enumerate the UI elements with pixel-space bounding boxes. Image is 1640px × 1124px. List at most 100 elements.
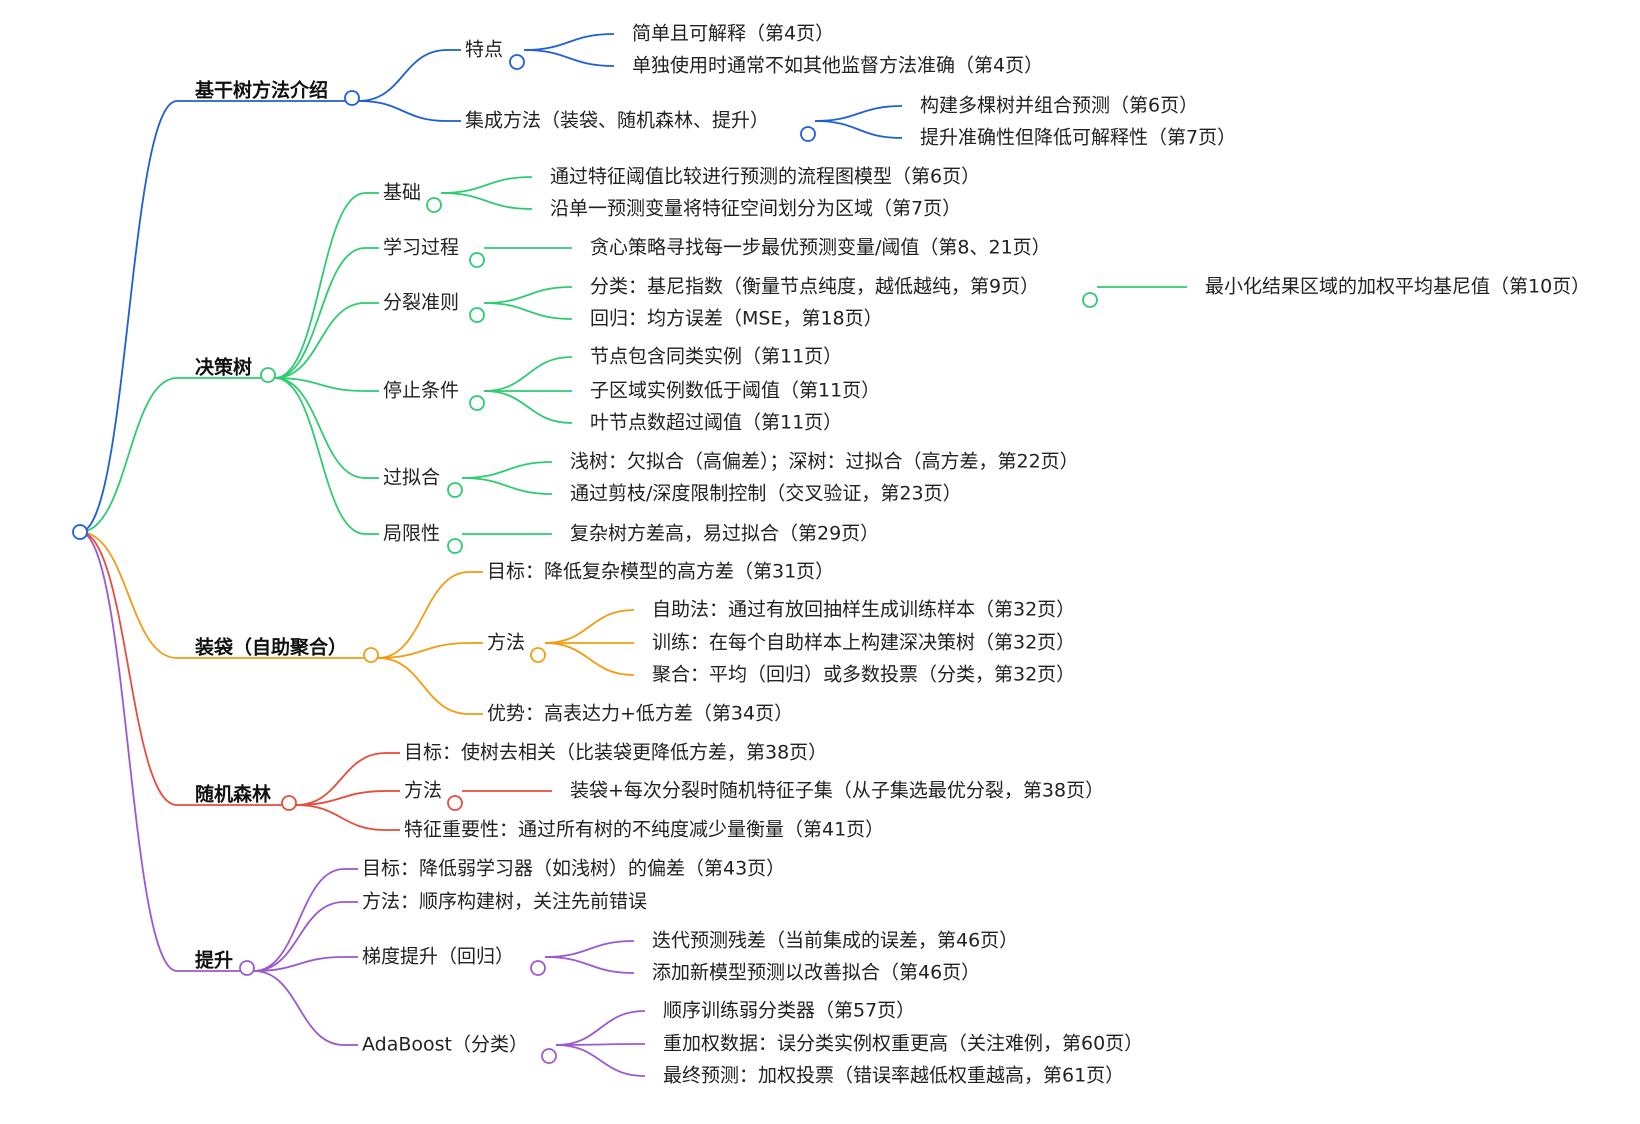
node-marker-b5c3[interactable] [530,960,546,976]
branch-connector [555,1043,646,1046]
branch-connector [483,286,573,304]
leaf-label-b2c4b: 子区域实例数低于阈值（第11页） [590,380,880,402]
branch-connector [440,192,533,210]
branch-connector [544,940,635,958]
node-label-b5c2: 方法：顺序构建树，关注先前错误 [362,891,647,913]
branch-connector [377,642,470,659]
leaf-label-b3c2c: 聚合：平均（回归）或多数投票（分类，第32页） [652,664,1075,686]
branch-connector [377,571,470,659]
branch-connector [274,247,366,379]
branch-connector [483,390,573,424]
node-label-b2c3: 分裂准则 [383,292,459,314]
leaf-label-b1c1b: 单独使用时通常不如其他监督方法准确（第4页） [632,55,1043,77]
node-marker-b2c1[interactable] [426,197,442,213]
node-label-b2c5: 过拟合 [383,467,440,489]
node-marker-b2c2[interactable] [469,252,485,268]
node-label-b2c6: 局限性 [383,523,440,545]
node-label-b3c2: 方法 [487,632,525,654]
leaf-label-b2c3a: 分类：基尼指数（衡量节点纯度，越低越纯，第9页） [590,276,1039,298]
branch-connector [461,461,553,479]
branch-node-marker-b5[interactable] [239,960,255,976]
node-marker-b4c2[interactable] [447,795,463,811]
leaf-label-b1c1a: 简单且可解释（第4页） [632,23,834,45]
branch-connector [274,377,366,479]
node-marker-b2c6[interactable] [447,538,463,554]
leaf-label-b2c1a: 通过特征阈值比较进行预测的流程图模型（第6页） [550,166,980,188]
leaf-label-b3c2b: 训练：在每个自助样本上构建深决策树（第32页） [652,632,1075,654]
branch-connector [483,302,573,320]
leaf-label-b2c2a: 贪心策略寻找每一步最优预测变量/阈值（第8、21页） [590,237,1051,259]
node-label-b2c2: 学习过程 [383,237,459,259]
node-marker-b2c5[interactable] [447,482,463,498]
branch-label-b1: 基干树方法介绍 [194,79,328,102]
node-label-b5c1: 目标：降低弱学习器（如浅树）的偏差（第43页） [362,858,785,880]
branch-connector [253,956,345,972]
node-marker-b1c1[interactable] [509,54,525,70]
branch-connector [79,377,178,533]
leaf-label-b1c2b: 提升准确性但降低可解释性（第7页） [920,127,1236,149]
branch-connector [253,901,345,972]
branch-connector [295,752,387,806]
node-label-b3c3: 优势：高表达力+低方差（第34页） [487,703,793,725]
branch-connector [461,477,553,495]
node-label-b3c1: 目标：降低复杂模型的高方差（第31页） [487,561,834,583]
leaf-label-b2c1b: 沿单一预测变量将特征空间划分为区域（第7页） [550,198,961,220]
branch-connector [274,377,366,392]
branch-connector [544,956,635,974]
node-label-b4c1: 目标：使树去相关（比装袋更降低方差，第38页） [404,742,827,764]
branch-node-marker-b4[interactable] [281,795,297,811]
mindmap-node-markers [72,54,1098,1064]
root-node-marker[interactable] [72,524,88,540]
branch-connector [358,49,448,102]
branch-connector [253,970,345,1046]
branch-connector [79,531,178,806]
branch-connector [814,120,903,139]
leaf-label-b2c4c: 叶节点数超过阈值（第11页） [590,412,842,434]
branch-connector [544,642,635,676]
branch-connector [555,1010,646,1046]
branch-node-marker-b1[interactable] [344,90,360,106]
branch-connector [274,377,366,535]
branch-connector [440,176,533,194]
branch-label-b4: 随机森林 [195,783,271,806]
branch-connector [79,531,178,659]
branch-connector [79,100,178,533]
branch-connector [377,657,470,715]
node-label-b4c2: 方法 [404,780,442,802]
leaf-label-b2c5b: 通过剪枝/深度限制控制（交叉验证，第23页） [570,483,962,505]
branch-connector [274,192,366,379]
branch-connector [253,868,345,972]
branch-connector [523,33,615,51]
branch-label-b5: 提升 [195,949,233,972]
branch-connector [274,302,366,379]
node-marker-b5c4[interactable] [541,1048,557,1064]
branch-connector [358,100,448,122]
node-label-b5c3: 梯度提升（回归） [362,946,514,968]
mindmap-labels: 基干树方法介绍 特点 简单且可解释（第4页） 单独使用时通常不如其他监督方法准确（第4… [194,23,1590,1087]
leaf-label-b5c3b: 添加新模型预测以改善拟合（第46页） [652,962,980,984]
node-label-b4c3: 特征重要性：通过所有树的不纯度减少量衡量（第41页） [404,819,884,841]
branch-node-marker-b3[interactable] [363,647,379,663]
node-marker-b2c4[interactable] [469,395,485,411]
node-marker-b1c2[interactable] [800,126,816,142]
leaf-label-b1c2a: 构建多棵树并组合预测（第6页） [920,95,1198,117]
node-label-b5c4: AdaBoost（分类） [362,1034,528,1056]
branch-connector [523,49,615,67]
leaf-label-b2c4a: 节点包含同类实例（第11页） [590,346,842,368]
branch-node-marker-b2[interactable] [260,367,276,383]
node-marker-b2c3[interactable] [469,307,485,323]
node-marker-b2c3a[interactable] [1082,292,1098,308]
leaf-label-b2c3a1: 最小化结果区域的加权平均基尼值（第10页） [1205,276,1590,298]
node-label-b1c2: 集成方法（装袋、随机森林、提升） [465,110,769,132]
node-label-b1c1: 特点 [465,39,503,61]
leaf-label-b2c3b: 回归：均方误差（MSE，第18页） [590,308,883,330]
branch-connector [483,356,573,392]
leaf-label-b5c4b: 重加权数据：误分类实例权重更高（关注难例，第60页） [663,1033,1143,1055]
node-marker-b3c2[interactable] [530,647,546,663]
leaf-label-b2c6a: 复杂树方差高，易过拟合（第29页） [570,523,879,545]
branch-label-b3: 装袋（自助聚合） [194,636,347,659]
node-label-b2c1: 基础 [383,182,421,204]
branch-label-b2: 决策树 [195,356,252,379]
branch-connector [555,1044,646,1077]
leaf-label-b4c2a: 装袋+每次分裂时随机特征子集（从子集选最优分裂，第38页） [570,780,1104,802]
